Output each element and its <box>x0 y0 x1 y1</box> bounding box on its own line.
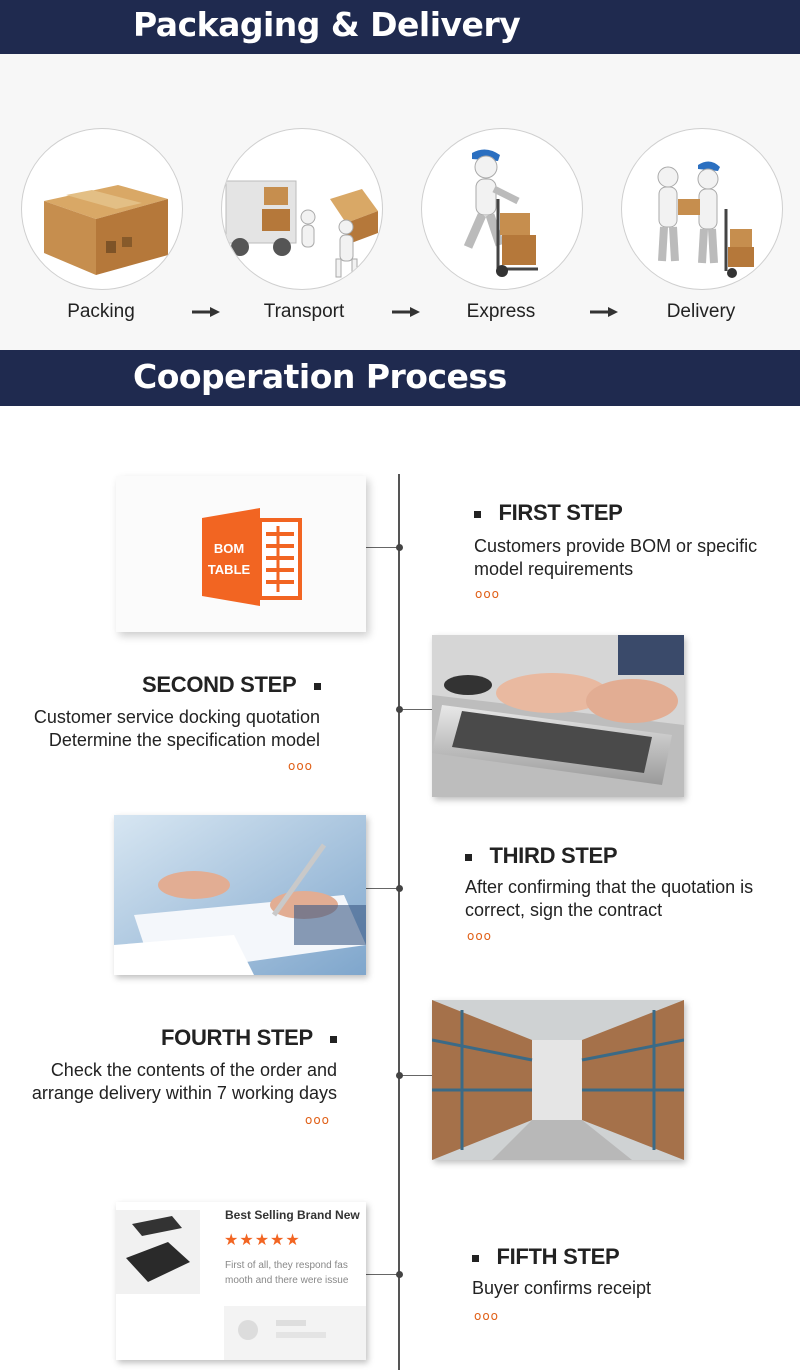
contract-signing-image <box>114 815 366 975</box>
cooperation-banner-text-wrap: Cooperation Process <box>0 350 800 406</box>
bullet <box>472 1254 479 1262</box>
cooperation-title: Cooperation Process <box>133 357 507 396</box>
timeline-dot <box>396 885 403 892</box>
keyboard-typing-image <box>432 635 684 797</box>
step-desc-second: Customer service docking quotation Deter… <box>0 706 320 752</box>
step-desc-line: Check the contents of the order and <box>50 1060 337 1080</box>
timeline-dot <box>396 544 403 551</box>
bom-label: BOM <box>213 541 245 556</box>
timeline-connector <box>366 547 399 548</box>
more-dots: ooo <box>475 587 501 601</box>
step-title-third: THIRD STEP <box>465 843 618 869</box>
arrow-right-icon <box>192 307 220 317</box>
star-icon: ★ <box>270 1230 286 1249</box>
step-title-second: SECOND STEP <box>142 672 321 698</box>
package-handover-icon <box>621 128 783 290</box>
review-product-title: Best Selling Brand New <box>225 1208 360 1222</box>
review-text: First of all, they respond fas mooth and… <box>225 1258 348 1288</box>
bom-table-icon <box>116 476 366 632</box>
step-title-text: FOURTH STEP <box>161 1025 313 1050</box>
star-icon: ★ <box>254 1230 271 1249</box>
bullet <box>313 682 321 690</box>
review-stars: ★★★★★ <box>224 1230 301 1249</box>
step-title-fifth: FIFTH STEP <box>472 1244 620 1270</box>
buyer-review-card: Best Selling Brand New ★★★★★ First of al… <box>116 1202 366 1360</box>
step-desc-line: Buyer confirms receipt <box>472 1278 652 1298</box>
step-desc-fifth: Buyer confirms receipt <box>472 1277 651 1300</box>
packaging-title: Packaging & Delivery <box>133 5 521 44</box>
review-text-line: mooth and there were issue <box>225 1275 349 1286</box>
arrow-right-icon <box>590 307 618 317</box>
more-dots: ooo <box>474 1309 500 1323</box>
step-desc-line: Customer service docking quotation <box>33 707 320 727</box>
review-text-line: First of all, they respond fas <box>225 1260 348 1271</box>
step-desc-line: Determine the specification model <box>48 730 320 750</box>
timeline-connector <box>399 709 433 710</box>
packaging-banner: Packaging & Delivery <box>0 0 800 54</box>
step-label-delivery: Delivery <box>666 301 736 322</box>
more-dots: ooo <box>305 1113 331 1127</box>
step-label-packing: Packing <box>67 301 135 322</box>
timeline-dot <box>396 706 403 713</box>
step-desc-line: model requirements <box>474 559 634 579</box>
more-dots: ooo <box>288 759 314 773</box>
chip-image <box>116 1202 366 1360</box>
step-desc-line: After confirming that the quotation is <box>465 877 754 897</box>
step-label-express: Express <box>466 301 536 322</box>
step-desc-line: arrange delivery within 7 working days <box>31 1083 337 1103</box>
star-icon: ★ <box>285 1230 301 1249</box>
step-title-text: THIRD STEP <box>489 843 618 868</box>
step-desc-fourth: Check the contents of the order and arra… <box>0 1059 337 1105</box>
hand-truck-courier-icon <box>421 128 583 290</box>
warehouse-image <box>432 1000 684 1160</box>
timeline-connector <box>366 1274 399 1275</box>
cooperation-banner <box>0 350 800 406</box>
table-label: TABLE <box>207 562 251 577</box>
step-title-text: FIFTH STEP <box>496 1244 620 1269</box>
step-title-first: FIRST STEP <box>474 500 623 526</box>
step-title-fourth: FOURTH STEP <box>161 1025 338 1051</box>
step-desc-first: Customers provide BOM or specific model … <box>474 535 757 581</box>
timeline-connector <box>366 888 399 889</box>
timeline-connector <box>399 1075 432 1076</box>
bullet <box>465 853 472 861</box>
step-desc-line: correct, sign the contract <box>465 900 663 920</box>
cardboard-box-icon <box>21 128 183 290</box>
step-label-transport: Transport <box>263 301 345 322</box>
arrow-right-icon <box>392 307 420 317</box>
timeline-line <box>398 474 400 1370</box>
timeline-dot <box>396 1072 403 1079</box>
star-icon: ★ <box>224 1230 240 1249</box>
step-desc-line: Customers provide BOM or specific <box>474 536 758 556</box>
bullet <box>474 510 481 518</box>
step-title-text: SECOND STEP <box>142 672 297 697</box>
timeline-dot <box>396 1271 403 1278</box>
truck-loading-icon <box>221 128 383 290</box>
more-dots: ooo <box>467 929 493 943</box>
star-icon: ★ <box>239 1230 255 1249</box>
step-desc-third: After confirming that the quotation is c… <box>465 876 753 922</box>
bom-table-card <box>116 476 366 632</box>
bullet <box>330 1035 338 1043</box>
step-title-text: FIRST STEP <box>498 500 623 525</box>
